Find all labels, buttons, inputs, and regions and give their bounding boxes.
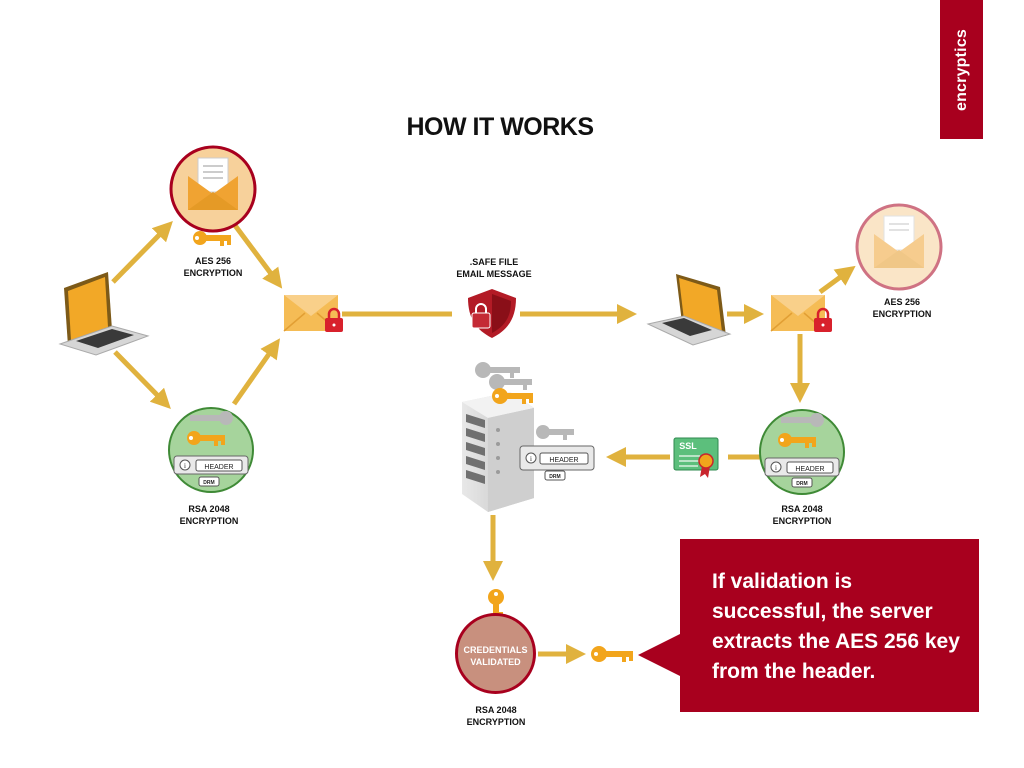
arrow-rsa-to-envelope [231, 338, 281, 406]
rsa-header-circle [168, 407, 254, 493]
drm-badge-text-right: DRM [796, 481, 807, 487]
arrow-envelope-to-aes [818, 265, 856, 295]
flow-arrows [111, 221, 856, 664]
drm-badge-text-server: DRM [549, 474, 560, 480]
server-icon [462, 392, 534, 512]
info-icon-right: i [775, 464, 777, 472]
drm-badge-text: DRM [203, 480, 214, 486]
key-icon [193, 231, 231, 246]
info-icon: i [184, 462, 186, 470]
aes-envelope-circle-right [855, 203, 943, 291]
ssl-certificate-icon [673, 437, 719, 478]
laptop-icon-right [646, 274, 732, 346]
arrow-laptop-to-rsa [113, 350, 171, 409]
arrow-aes-to-envelope [231, 222, 283, 289]
info-icon-server: i [530, 455, 532, 463]
aes-envelope-circle [169, 145, 257, 233]
laptop-icon [58, 272, 150, 356]
server-header-badge [519, 425, 595, 481]
callout-box: If validation is successful, the server … [680, 539, 979, 712]
key-icon-extracted [591, 646, 633, 662]
shield-lock-icon [468, 289, 516, 338]
callout-pointer [638, 633, 682, 677]
rsa-header-circle-right [759, 409, 845, 495]
ssl-badge-text: SSL [679, 441, 697, 451]
header-badge-text-right: HEADER [795, 466, 824, 473]
header-badge-text-server: HEADER [549, 457, 578, 464]
encryptics-logo: encryptics [940, 0, 983, 139]
locked-envelope-icon [283, 295, 343, 332]
locked-envelope-icon-right [770, 295, 832, 332]
arrow-laptop-to-aes [111, 221, 173, 284]
header-badge-text: HEADER [204, 464, 233, 471]
page-title: HOW IT WORKS [406, 113, 594, 141]
server-keys-icon [475, 362, 533, 404]
callout-text: If validation is successful, the server … [712, 570, 960, 683]
